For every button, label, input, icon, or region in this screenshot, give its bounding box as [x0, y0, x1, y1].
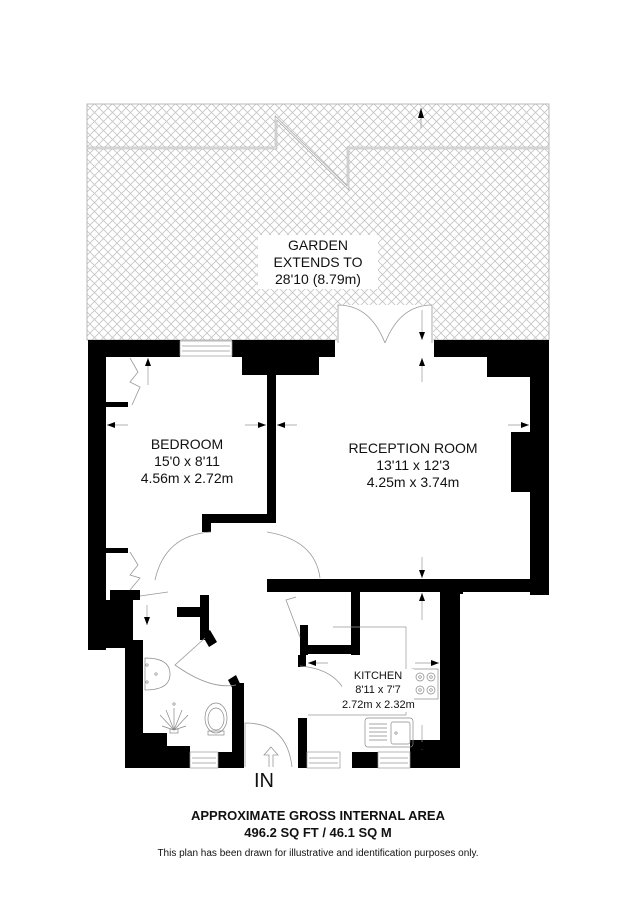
garden-extent-text: EXTENDS TO [273, 253, 363, 270]
french-doors [337, 304, 433, 344]
basin-icon [144, 657, 171, 691]
room-dimensions-metric: 4.56m x 2.72m [140, 469, 234, 486]
entrance-label: IN [254, 770, 274, 792]
garden-dimension: 28'10 (8.79m) [275, 270, 361, 287]
room-name: BEDROOM [150, 436, 224, 452]
garden-area [86, 103, 550, 341]
room-dimensions-imperial: 8'11 x 7'7 [355, 684, 401, 697]
garden-label: GARDEN EXTENDS TO 28'10 (8.79m) [258, 235, 378, 290]
disclaimer: This plan has been drawn for illustrativ… [157, 848, 479, 859]
room-name: KITCHEN [353, 670, 403, 682]
garden-extent-arrow-icon [418, 108, 424, 128]
hob-icon [411, 668, 439, 700]
door-swings [129, 357, 351, 768]
area-value: 496.2 SQ FT / 46.1 SQ M [244, 825, 392, 840]
room-dimensions-metric: 2.72m x 2.32m [342, 698, 415, 711]
room-dimensions-imperial: 13'11 x 12'3 [376, 456, 450, 473]
shower-icon [159, 702, 189, 734]
room-dimensions-metric: 4.25m x 3.74m [366, 473, 460, 490]
room-name: RECEPTION ROOM [348, 440, 478, 456]
entrance-arrow-icon [263, 746, 279, 767]
area-title: APPROXIMATE GROSS INTERNAL AREA [190, 808, 445, 823]
sink-icon [364, 717, 414, 748]
windows [179, 340, 411, 769]
walls [88, 340, 549, 768]
garden-title: GARDEN [288, 237, 348, 253]
kitchen-label: KITCHEN 8'11 x 7'7 2.72m x 2.32m [342, 669, 415, 712]
room-dimensions-imperial: 15'0 x 8'11 [154, 452, 220, 469]
bedroom-label: BEDROOM 15'0 x 8'11 4.56m x 2.72m [112, 436, 262, 486]
toilet-icon [204, 702, 228, 736]
reception-room-label: RECEPTION ROOM 13'11 x 12'3 4.25m x 3.74… [318, 440, 508, 490]
